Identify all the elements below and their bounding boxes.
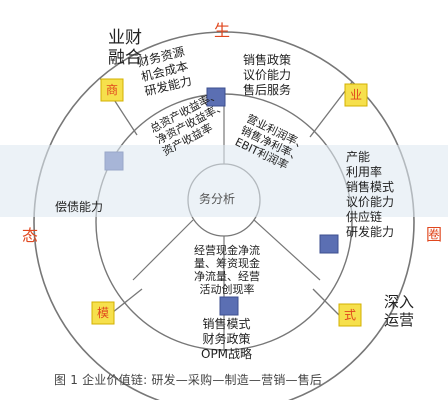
sector-text-left-lower: 偿债能力 (55, 200, 104, 214)
ring-label-right: 圈 (426, 225, 443, 244)
overlay-band (0, 145, 448, 217)
inner-text-lower: 经营现金净流 量、筹资现金 净流量、经营 活动创现率 (194, 244, 260, 296)
blue-node-top (206, 87, 226, 107)
marker-mo-box (91, 301, 115, 325)
inner-spoke-bottom-left (132, 219, 194, 281)
marker-shang: 商 (105, 83, 118, 97)
label-deep-operation: 深入 运营 (384, 293, 415, 329)
marker-shang-box (100, 78, 124, 102)
outer-ring (33, 31, 415, 404)
label-business-finance: 业财 融合 (108, 28, 142, 68)
marker-shi-box (338, 303, 362, 327)
center-text: 务分析 (199, 192, 236, 206)
inner-spoke-bottom-right (253, 219, 321, 281)
sector-text-top: 销售政策 议价能力 售后服务 (243, 53, 292, 97)
blue-node-right (319, 234, 339, 254)
ring-label-left: 态 (22, 226, 39, 245)
ring-label-top: 生 (214, 21, 231, 40)
marker-ye: 业 (349, 88, 362, 102)
marker-ye-box (344, 83, 368, 107)
figure-caption: 图 1 企业价值链: 研发—采购—制造—营销—售后 (54, 373, 323, 387)
sector-text-bottom: 销售模式 财务政策 OPM战略 (201, 317, 253, 361)
sector-text-right: 产能 利用率 销售模式 议价能力 供应链 研发能力 (346, 150, 395, 239)
marker-mo: 模 (96, 306, 109, 320)
blue-node-bottom (219, 296, 239, 316)
marker-shi: 式 (343, 308, 356, 322)
